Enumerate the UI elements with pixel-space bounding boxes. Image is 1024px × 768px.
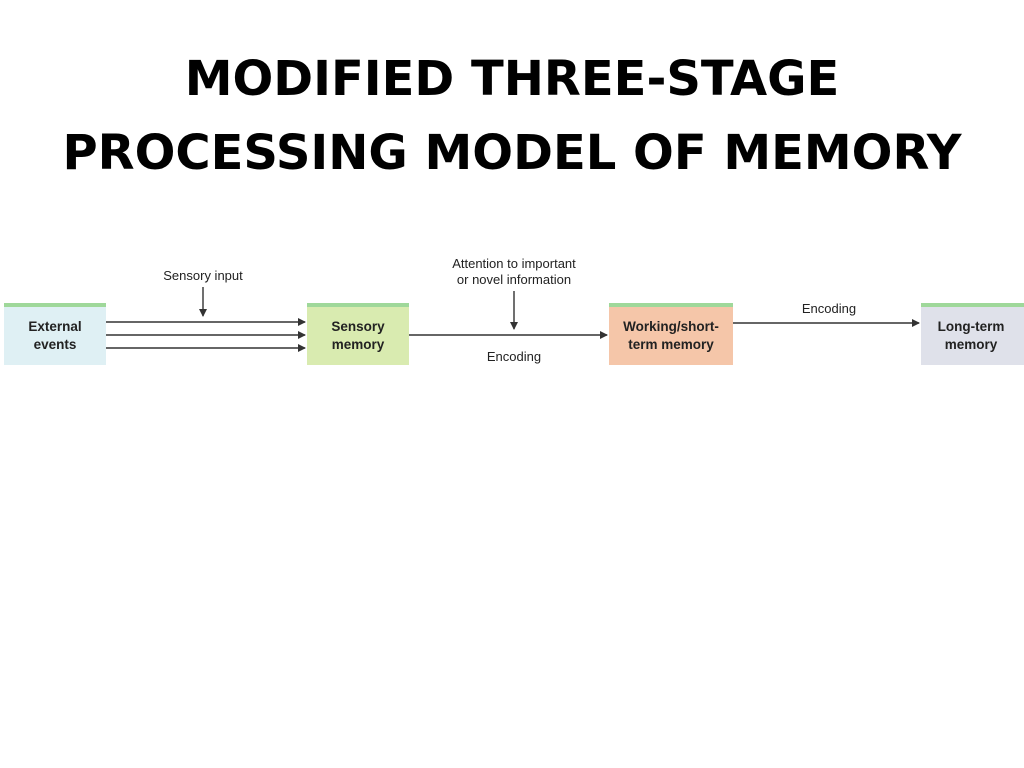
encoding-label-1: Encoding (487, 349, 541, 364)
external-events-top-bar (4, 303, 106, 307)
working-memory-label-1: Working/short- (623, 319, 719, 334)
sensory-memory-label-1: Sensory (331, 319, 385, 334)
sensory-input-label: Sensory input (163, 268, 243, 283)
long-term-memory-box: Long-term memory (921, 303, 1024, 365)
working-memory-box: Working/short- term memory (609, 303, 733, 365)
working-memory-label-2: term memory (628, 337, 714, 352)
title-line-1: MODIFIED THREE-STAGE (184, 51, 840, 107)
external-events-fill (4, 303, 106, 365)
slide-title: MODIFIED THREE-STAGE PROCESSING MODEL OF… (0, 42, 1024, 190)
external-events-box: External events (4, 303, 106, 365)
working-memory-fill (609, 303, 733, 365)
attention-label-2: or novel information (457, 272, 571, 287)
long-term-memory-top-bar (921, 303, 1024, 307)
sensory-memory-top-bar (307, 303, 409, 307)
encoding-label-2: Encoding (802, 301, 856, 316)
attention-label-1: Attention to important (452, 256, 576, 271)
long-term-memory-label-2: memory (945, 337, 998, 352)
title-line-2: PROCESSING MODEL OF MEMORY (62, 125, 962, 181)
external-events-label-2: events (34, 337, 77, 352)
sensory-memory-box: Sensory memory (307, 303, 409, 365)
sensory-memory-label-2: memory (332, 337, 385, 352)
working-memory-top-bar (609, 303, 733, 307)
long-term-memory-label-1: Long-term (938, 319, 1005, 334)
long-term-memory-fill (921, 303, 1024, 365)
external-events-label-1: External (28, 319, 81, 334)
sensory-memory-fill (307, 303, 409, 365)
